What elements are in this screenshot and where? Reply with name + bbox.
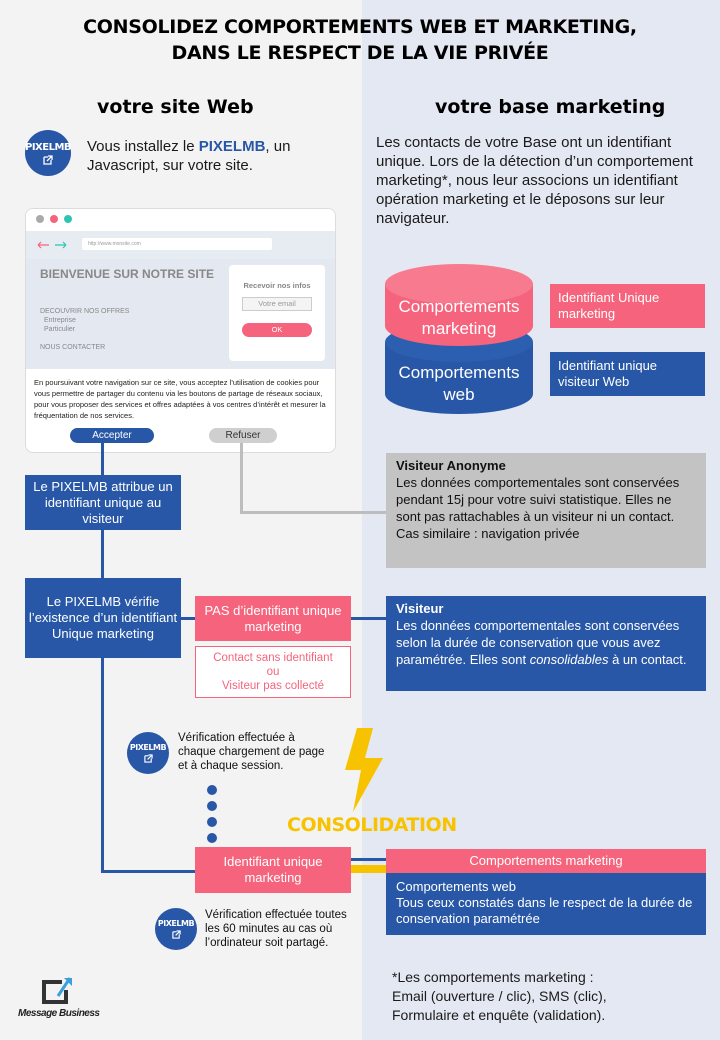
intro-left: Vous installez le PIXELMB, un Javascript… (87, 137, 337, 175)
check-note-session: Vérification effectuée à chaque chargeme… (178, 732, 325, 772)
refuse-button[interactable]: Refuser (209, 428, 277, 443)
flow-connector (101, 530, 104, 578)
footnote-line: Formulaire et enquête (validation). (392, 1007, 606, 1023)
consolidation-label: CONSOLIDATION (287, 814, 457, 836)
no-identifier-box: PAS d’identifiant unique marketing (195, 596, 351, 641)
no-identifier-note: Contact sans identifiant ou Visiteur pas… (195, 646, 351, 698)
back-forward-arrows-icon (37, 241, 67, 249)
intro-left-text-end: , un Javascript, sur votre site. (87, 138, 291, 174)
pixelmb-badge: PIXELMB (155, 908, 197, 950)
result-line: Tous ceux constatés dans le respect de l… (396, 895, 693, 926)
window-dot-pink (50, 215, 58, 223)
anonymous-visitor-title: Visiteur Anonyme (396, 458, 506, 473)
left-column-title: votre site Web (97, 96, 254, 118)
anonymous-visitor-text: Les données comportementales sont conser… (396, 475, 680, 524)
refuse-connector (240, 443, 243, 513)
visitor-text-emphasis: consolidables (529, 652, 609, 667)
site-menu-item: DECOUVRIR NOS OFFRES (40, 308, 130, 315)
browser-url: http://www.monsite.com (82, 238, 272, 250)
window-dot-teal (64, 215, 72, 223)
db-top-label: Comportements marketing (398, 297, 520, 338)
visitor-title: Visiteur (396, 601, 444, 616)
ellipsis-dot (207, 817, 217, 827)
intro-right: Les contacts de votre Base ont un identi… (376, 134, 693, 227)
footnote-line: *Les comportements marketing : (392, 969, 594, 985)
flow-connector (350, 858, 386, 861)
visitor-text-part: Les données comportementales sont conser… (396, 618, 680, 667)
pixelmb-badge-label: PIXELMB (157, 919, 195, 928)
site-welcome: BIENVENUE SUR NOTRE SITE (40, 267, 215, 281)
flow-connector (101, 870, 197, 873)
ellipsis-dot (207, 785, 217, 795)
refuse-connector (240, 511, 386, 514)
accept-button[interactable]: Accepter (70, 428, 154, 443)
browser-mockup: http://www.monsite.com BIENVENUE SUR NOT… (25, 208, 336, 453)
database-cylinder-icon (385, 264, 533, 414)
external-link-icon (43, 154, 53, 165)
site-menu-item: Particulier (44, 326, 76, 333)
page-title: CONSOLIDEZ COMPORTEMENTS WEB ET MARKETIN… (0, 14, 720, 66)
page-title-line-1: CONSOLIDEZ COMPORTEMENTS WEB ET MARKETIN… (83, 16, 637, 38)
footnote-line: Email (ouverture / clic), SMS (clic), (392, 988, 607, 1004)
site-menu: DECOUVRIR NOS OFFRES Entreprise Particul… (40, 307, 129, 352)
external-link-icon (171, 930, 181, 939)
step-attribution-box: Le PIXELMB attribue un identifiant uniqu… (25, 475, 181, 530)
ok-button[interactable]: OK (242, 323, 312, 337)
visitor-text: Les données comportementales sont conser… (396, 617, 696, 668)
no-identifier-note-line: ou (266, 666, 280, 678)
footnote: *Les comportements marketing : Email (ou… (392, 968, 712, 1025)
browser-title-bar (26, 209, 335, 229)
cookie-banner-text: En poursuivant votre navigation sur ce s… (34, 378, 326, 420)
flow-connector (350, 617, 386, 620)
check-note-hourly: Vérification effectuée toutes les 60 min… (205, 909, 347, 949)
consolidation-link (351, 865, 386, 873)
email-input[interactable]: Votre email (242, 297, 312, 311)
newsletter-form: Recevoir nos infos Votre email OK (229, 265, 325, 361)
flow-connector (181, 617, 195, 620)
page-title-line-2: DANS LE RESPECT DE LA VIE PRIVÉE (171, 42, 549, 64)
result-line: Comportements web (396, 879, 516, 894)
visitor-text-end: à un contact. (608, 652, 687, 667)
identifier-marketing-box: Identifiant unique marketing (195, 847, 351, 893)
flow-connector (101, 443, 104, 475)
message-business-logo-text: Message Business (18, 1008, 100, 1019)
pixelmb-badge-label: PIXELMB (129, 743, 167, 752)
newsletter-form-title: Recevoir nos infos (243, 281, 311, 290)
result-header: Comportements marketing (386, 849, 706, 873)
intro-left-highlight: PIXELMB (198, 138, 266, 155)
tag-identifiant-visiteur: Identifiant unique visiteur Web (550, 352, 705, 396)
pixelmb-badge-label: PIXELMB (24, 141, 72, 153)
tag-identifiant-marketing: Identifiant Unique marketing (550, 284, 705, 328)
ellipsis-dot (207, 833, 217, 843)
step-verification-box: Le PIXELMB vérifie l’existence d’un iden… (25, 578, 181, 658)
result-panel: Comportements web Tous ceux constatés da… (386, 873, 706, 935)
flow-connector (101, 658, 104, 872)
pixelmb-badge: PIXELMB (24, 130, 72, 176)
ellipsis-dot (207, 801, 217, 811)
anonymous-visitor-note: Cas similaire : navigation privée (396, 526, 580, 541)
external-link-icon (143, 754, 153, 763)
site-menu-item: Entreprise (44, 317, 76, 324)
no-identifier-note-line: Visiteur pas collecté (221, 680, 325, 692)
anonymous-visitor-panel: Visiteur Anonyme Les données comportemen… (386, 453, 706, 568)
no-identifier-note-line: Contact sans identifiant (213, 652, 333, 664)
pixelmb-badge: PIXELMB (127, 732, 169, 774)
window-dot-grey (36, 215, 44, 223)
intro-left-text: Vous installez le (87, 138, 199, 155)
message-business-logo-icon (42, 977, 72, 1004)
site-hero: BIENVENUE SUR NOTRE SITE DECOUVRIR NOS O… (26, 259, 335, 369)
site-menu-item: NOUS CONTACTER (40, 344, 106, 351)
lightning-icon (345, 728, 383, 812)
right-column-title: votre base marketing (435, 96, 666, 118)
db-bottom-label: Comportements web (398, 363, 520, 404)
visitor-panel: Visiteur Les données comportementales so… (386, 596, 706, 691)
browser-address-bar: http://www.monsite.com (26, 231, 335, 259)
